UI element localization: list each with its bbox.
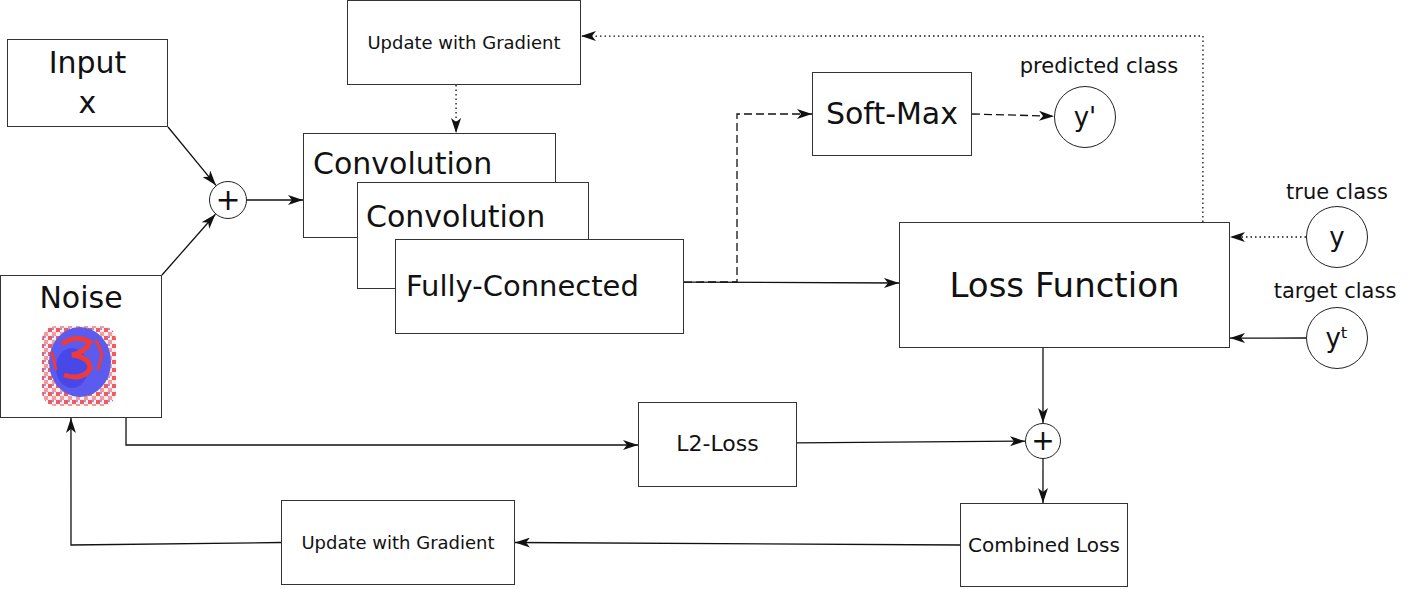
connector-arrow [247,199,303,200]
noise-image [38,322,120,410]
node-label: Update with Gradient [367,32,560,54]
circle-node: + [1025,423,1061,459]
connector-arrow [71,418,281,545]
process-box: L2-Loss [638,402,797,487]
connector-arrow [972,114,1054,116]
connector-arrow [455,85,456,133]
node-label: yᵗ [1325,325,1348,351]
circle-node: true classy [1306,206,1368,268]
noise-pixels [42,326,116,406]
noise-stroke [52,340,102,370]
connector-arrow [1042,348,1043,423]
node-label: + [1031,427,1054,455]
node-heading: target class [1274,279,1397,304]
node-label: Update with Gradient [301,532,494,554]
noise-blob [49,327,111,397]
process-box: Input x [7,39,168,127]
process-box: Fully-Connected [395,239,684,334]
circle-node: predicted classy' [1054,86,1116,148]
node-label: Soft-Max [826,96,958,132]
node-label: Loss Function [950,265,1180,306]
node-label: y' [1074,104,1097,130]
connector-arrow [684,281,899,283]
connector-arrow [126,418,638,445]
node-label: Convolution [313,146,492,182]
node-label: L2-Loss [676,431,758,457]
node-label: Input x [38,43,138,123]
node-label: + [215,185,240,215]
connector-arrow [1230,236,1306,237]
node-heading: predicted class [1020,54,1178,79]
connector-arrow [1230,337,1306,338]
process-box: Update with Gradient [281,500,515,585]
noise-stroke [62,338,90,377]
connector-arrow [515,543,960,546]
node-label: Noise [39,280,122,316]
connector-arrow [168,127,216,185]
connector-arrow [684,114,812,282]
noise-background [38,322,120,410]
process-box: Update with Gradient [347,0,581,85]
node-label: Combined Loss [968,533,1120,557]
node-label: y [1329,224,1344,250]
process-box: Loss Function [899,222,1230,348]
node-label: Fully-Connected [406,269,639,304]
connector-arrow [581,36,1203,222]
node-heading: true class [1286,180,1388,205]
connector-arrow [1042,459,1043,503]
circle-node: + [209,181,247,219]
process-box: Noise [0,275,162,418]
node-label: Convolution [366,199,545,235]
noise-blob [56,348,88,388]
connector-arrow [162,214,215,275]
process-box: Combined Loss [960,503,1128,587]
circle-node: target classyᵗ [1306,307,1368,369]
connector-arrow [797,441,1025,443]
process-box: Soft-Max [812,72,972,156]
